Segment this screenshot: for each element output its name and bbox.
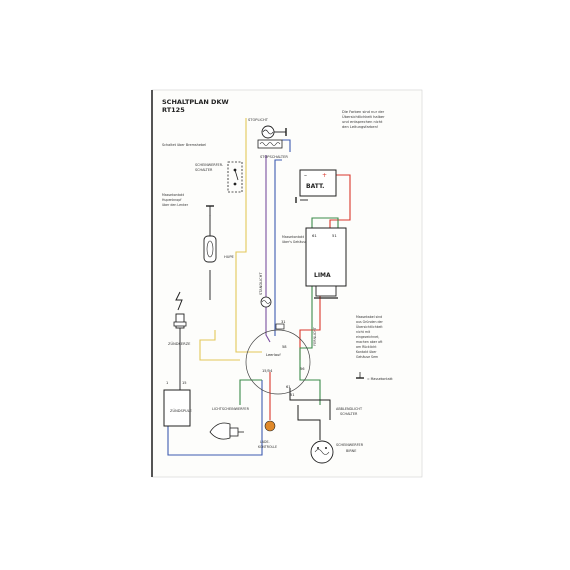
battery-label: BATT.	[306, 183, 324, 190]
ground-note-line: Gehäuse Sem	[356, 355, 378, 359]
ground-note-line: Übersichtlichkeit	[356, 324, 383, 329]
ground-housing-line: Massekontakt	[282, 235, 305, 239]
horn-button-note: Massekontakt Hupenknopf über den Lenker	[162, 193, 189, 207]
colour-note-line: Die Farben sind nur der	[342, 110, 385, 114]
spark-plug-label: ZÜNDKERZE	[168, 341, 191, 346]
diagram-subtitle: RT125	[162, 106, 185, 114]
wire-purple	[265, 155, 271, 343]
ground-symbol-text: = Massekontakt	[367, 377, 393, 381]
diagram-title: SCHALTPLAN DKW	[162, 98, 229, 106]
wire-green-2	[239, 379, 262, 405]
wire-green	[299, 217, 339, 405]
ignition-coil: 1 15 ZÜNDSPULE	[163, 381, 193, 427]
switch-56: 56	[300, 367, 305, 371]
coil-terminal-1: 1	[166, 381, 168, 385]
ground-symbol-legend: = Massekontakt	[356, 372, 393, 381]
battery-plus: +	[322, 172, 327, 179]
high-beam-label: FERNLICHT	[313, 326, 317, 346]
switch-label: SCHEINWERFER-	[195, 163, 224, 167]
stoplight-lamp: STOPLICHT	[248, 118, 287, 139]
wire-yellow-2	[199, 330, 240, 361]
ground-note-line: am Rücklicht	[356, 345, 377, 349]
headlight-bulb-line: BIRNE	[346, 449, 356, 453]
stop-switch: STOPSCHALTER	[257, 139, 288, 159]
coil-terminal-15: 15	[182, 381, 187, 385]
switch-15-54: 15/54	[262, 369, 273, 373]
ground-housing-line: über's Gehäuse	[282, 240, 307, 244]
stoplight-label: STOPLICHT	[248, 118, 269, 122]
coil-label: ZÜNDSPULE	[170, 408, 193, 413]
wire-blue	[274, 139, 291, 336]
lima-label: LIMA	[314, 272, 331, 279]
switch-51: 51	[290, 393, 295, 397]
lima-terminal-61: 61	[312, 233, 317, 238]
horn-button-line: über den Lenker	[162, 203, 189, 207]
charge-lamp-line: LADE-	[260, 440, 270, 444]
dip-switch-line: SCHALTER	[340, 412, 358, 416]
colour-note-line: Übersichtlichkeit halber	[342, 114, 385, 119]
switch-61: 61	[286, 385, 291, 389]
switch-top: 31	[281, 320, 286, 324]
ground-note-line: machen aber oft	[356, 340, 383, 344]
horn-button-line: Hupenknopf	[162, 198, 182, 202]
colour-note-line: den Leitungsfarben!	[342, 125, 378, 129]
wire-black	[289, 388, 331, 440]
battery: BATT. + –	[295, 169, 337, 203]
standlicht-label: STANDLICHT	[259, 272, 263, 295]
charge-lamp-line: KONTROLLE	[258, 445, 277, 449]
colour-note: Die Farben sind nur der Übersichtlichkei…	[342, 110, 385, 129]
headlight-bulb-line: SCHEINWERFER	[336, 443, 364, 447]
ground-note-line: eingezeichnet,	[356, 335, 379, 339]
dip-switch-line: ABBLENDLICHT	[336, 407, 363, 411]
ignition-switch: 31 Leerlauf 58 56 15/54 61 51	[245, 320, 311, 397]
charge-control-lamp: LADE- KONTROLLE	[258, 420, 277, 449]
horn-label: HUPE	[224, 255, 234, 259]
ground-note-line: Massekabel sind	[356, 315, 382, 319]
dip-switch: ABBLENDLICHT SCHALTER	[336, 407, 363, 416]
switch-58: 58	[282, 345, 287, 349]
battery-minus: –	[304, 172, 307, 179]
horn-button-ground	[206, 205, 214, 216]
switch-leerlauf: Leerlauf	[266, 353, 281, 357]
parking-light: STANDLICHT	[259, 272, 272, 308]
ground-note-line: nicht mit	[356, 330, 371, 334]
colour-note-line: und entsprechen nicht	[342, 120, 383, 124]
headlight-bulb: SCHEINWERFER BIRNE	[310, 440, 364, 464]
headlight-lamp: LICHTSCHEINWERFER	[209, 407, 250, 440]
ground-note-line: aus Gründen der	[356, 320, 383, 324]
headlight-lamp-label: LICHTSCHEINWERFER	[212, 407, 250, 411]
fernlicht-label: FERNLICHT	[313, 326, 317, 346]
ground-housing-note: Massekontakt über's Gehäuse	[282, 235, 307, 244]
switch-label: SCHALTER	[195, 168, 213, 172]
spark-plug: ZÜNDKERZE	[168, 291, 191, 346]
ground-note: Massekabel sind aus Gründen der Übersich…	[356, 315, 383, 359]
generator-lima: 61 51 LIMA	[305, 227, 347, 299]
wire-yellow	[235, 118, 262, 353]
horn: HUPE	[203, 235, 234, 263]
stopswitch-label: STOPSCHALTER	[260, 155, 288, 159]
horn-button-line: Massekontakt	[162, 193, 185, 197]
paper-page	[151, 89, 423, 478]
headlight-switch: SCHEINWERFER- SCHALTER	[195, 161, 243, 193]
brake-trigger-note: Schaltet über Bremshebel	[162, 143, 206, 147]
lima-terminal-51: 51	[332, 233, 337, 238]
ground-note-line: Kontakt über	[356, 350, 377, 354]
